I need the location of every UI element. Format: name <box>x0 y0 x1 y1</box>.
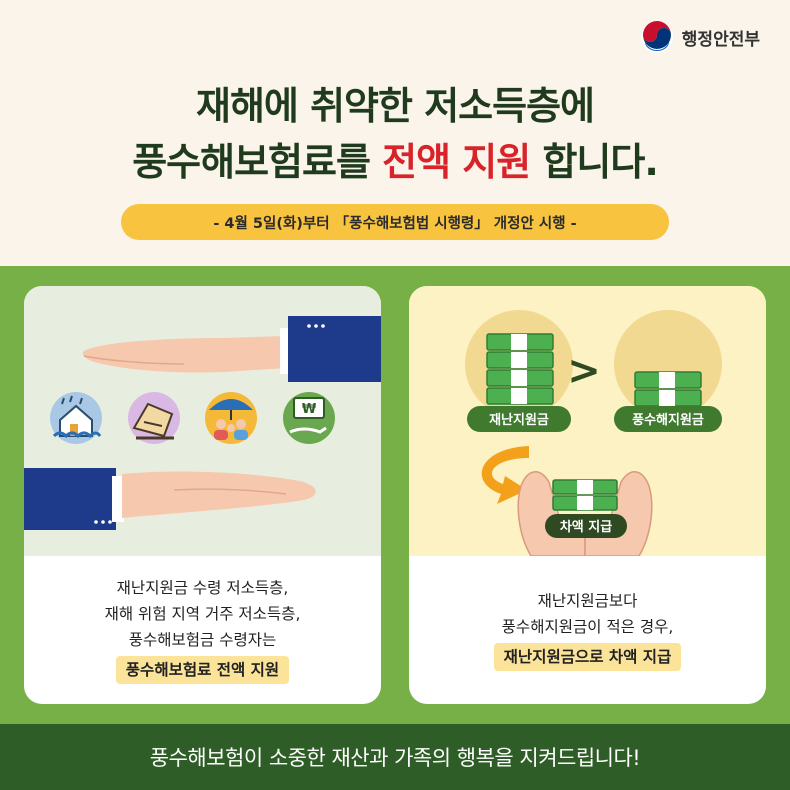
right-card: 재난지원금 > 풍수해지원금 <box>409 286 766 704</box>
difference-label-bg <box>545 514 627 538</box>
headline-line-2: 풍수해보험료를 전액 지원 합니다. <box>0 134 790 190</box>
left-line-2: 재해 위험 지역 거주 저소득층, <box>104 605 301 623</box>
headline-line-2-post: 합니다. <box>530 140 658 184</box>
label-right: 풍수해지원금 <box>632 412 704 428</box>
label-left: 재난지원금 <box>489 413 549 428</box>
subtitle-pill: - 4월 5일(화)부터 「풍수해보험법 시행령」 개정안 시행 - <box>121 204 669 240</box>
won-symbol: ₩ <box>302 402 317 417</box>
flood-house-icon <box>50 392 102 444</box>
top-hand-icon <box>82 316 381 382</box>
hands-holding-money-icon <box>517 471 653 556</box>
left-card: ₩ 재난지원금 수령 저소득층, 재해 위험 지역 거주 저소득층, 풍수해보험… <box>24 286 381 704</box>
collapsed-house-icon <box>128 392 180 444</box>
right-card-text: 재난지원금보다 풍수해지원금이 적은 경우, 재난지원금으로 차액 지급 <box>409 556 766 704</box>
subtitle-text: - 4월 5일(화)부터 「풍수해보험법 시행령」 개정안 시행 - <box>213 215 577 232</box>
curved-arrow-icon <box>481 446 529 504</box>
taegeuk-logo-icon <box>640 21 673 53</box>
header-section: 행정안전부 재해에 취약한 저소득층에 풍수해보험료를 전액 지원 합니다. -… <box>0 0 790 266</box>
right-line-1: 재난지원금보다 <box>537 592 638 610</box>
difference-label: 차액 지급 <box>560 519 612 535</box>
left-card-text: 재난지원금 수령 저소득층, 재해 위험 지역 거주 저소득층, 풍수해보험금 … <box>24 556 381 704</box>
hands-illustration: ₩ <box>24 316 381 530</box>
right-illustration: 재난지원금 > 풍수해지원금 <box>409 286 766 556</box>
left-illustration: ₩ <box>24 286 381 556</box>
left-line-1: 재난지원금 수령 저소득층, <box>116 579 289 597</box>
label-left-bg <box>467 406 571 432</box>
greater-than-symbol: > <box>567 348 601 394</box>
bottom-hand-icon <box>24 468 316 530</box>
money-stack-large-icon <box>486 333 554 405</box>
headline: 재해에 취약한 저소득층에 풍수해보험료를 전액 지원 합니다. <box>0 78 790 190</box>
ministry-name: 행정안전부 <box>681 29 760 50</box>
headline-line-2-pre: 풍수해보험료를 <box>132 140 383 184</box>
right-line-2: 풍수해지원금이 적은 경우, <box>501 618 674 636</box>
label-right-bg <box>614 406 722 432</box>
ministry-logo: 행정안전부 <box>640 20 760 54</box>
family-umbrella-icon <box>205 392 257 444</box>
left-line-3: 풍수해보험금 수령자는 <box>128 631 277 649</box>
footer-banner: 풍수해보험이 소중한 재산과 가족의 행복을 지켜드립니다! <box>0 724 790 790</box>
headline-emphasis: 전액 지원 <box>382 140 531 184</box>
compare-illustration: 재난지원금 > 풍수해지원금 <box>465 310 722 556</box>
right-highlight: 재난지원금으로 차액 지급 <box>493 643 682 671</box>
money-stack-small-icon <box>634 371 702 407</box>
headline-line-1: 재해에 취약한 저소득층에 <box>195 84 595 128</box>
left-highlight: 풍수해보험료 전액 지원 <box>115 656 290 684</box>
footer-slogan: 풍수해보험이 소중한 재산과 가족의 행복을 지켜드립니다! <box>149 746 641 770</box>
money-hand-icon: ₩ <box>283 392 335 444</box>
